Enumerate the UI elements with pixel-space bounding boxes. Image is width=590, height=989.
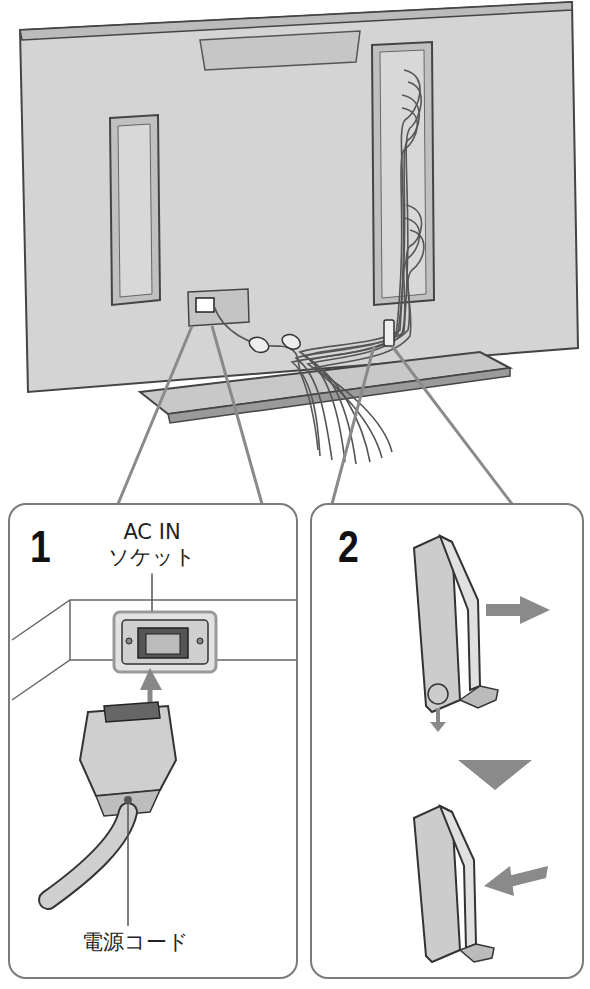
part-label: AC IN ソケット <box>88 520 216 570</box>
socket-closeup <box>12 600 296 700</box>
leader-line <box>151 573 153 611</box>
power-plug <box>48 702 176 900</box>
cable-clip-open <box>414 536 498 712</box>
tv-back <box>20 2 578 392</box>
cord-label: 電源コード <box>80 930 191 955</box>
direction-arrow <box>430 596 550 790</box>
push-arrow <box>484 866 548 896</box>
cable-clip-closed <box>414 806 494 962</box>
callout-band <box>118 326 512 504</box>
step-number: 2 <box>338 525 359 569</box>
step-panel: 2 <box>310 503 584 979</box>
cable-bundle <box>214 70 424 464</box>
leader-line <box>127 804 129 926</box>
step-panel: 1 <box>8 503 298 979</box>
tv-stand <box>140 352 510 423</box>
plug-arrow <box>140 668 162 702</box>
step-number: 1 <box>30 525 51 569</box>
